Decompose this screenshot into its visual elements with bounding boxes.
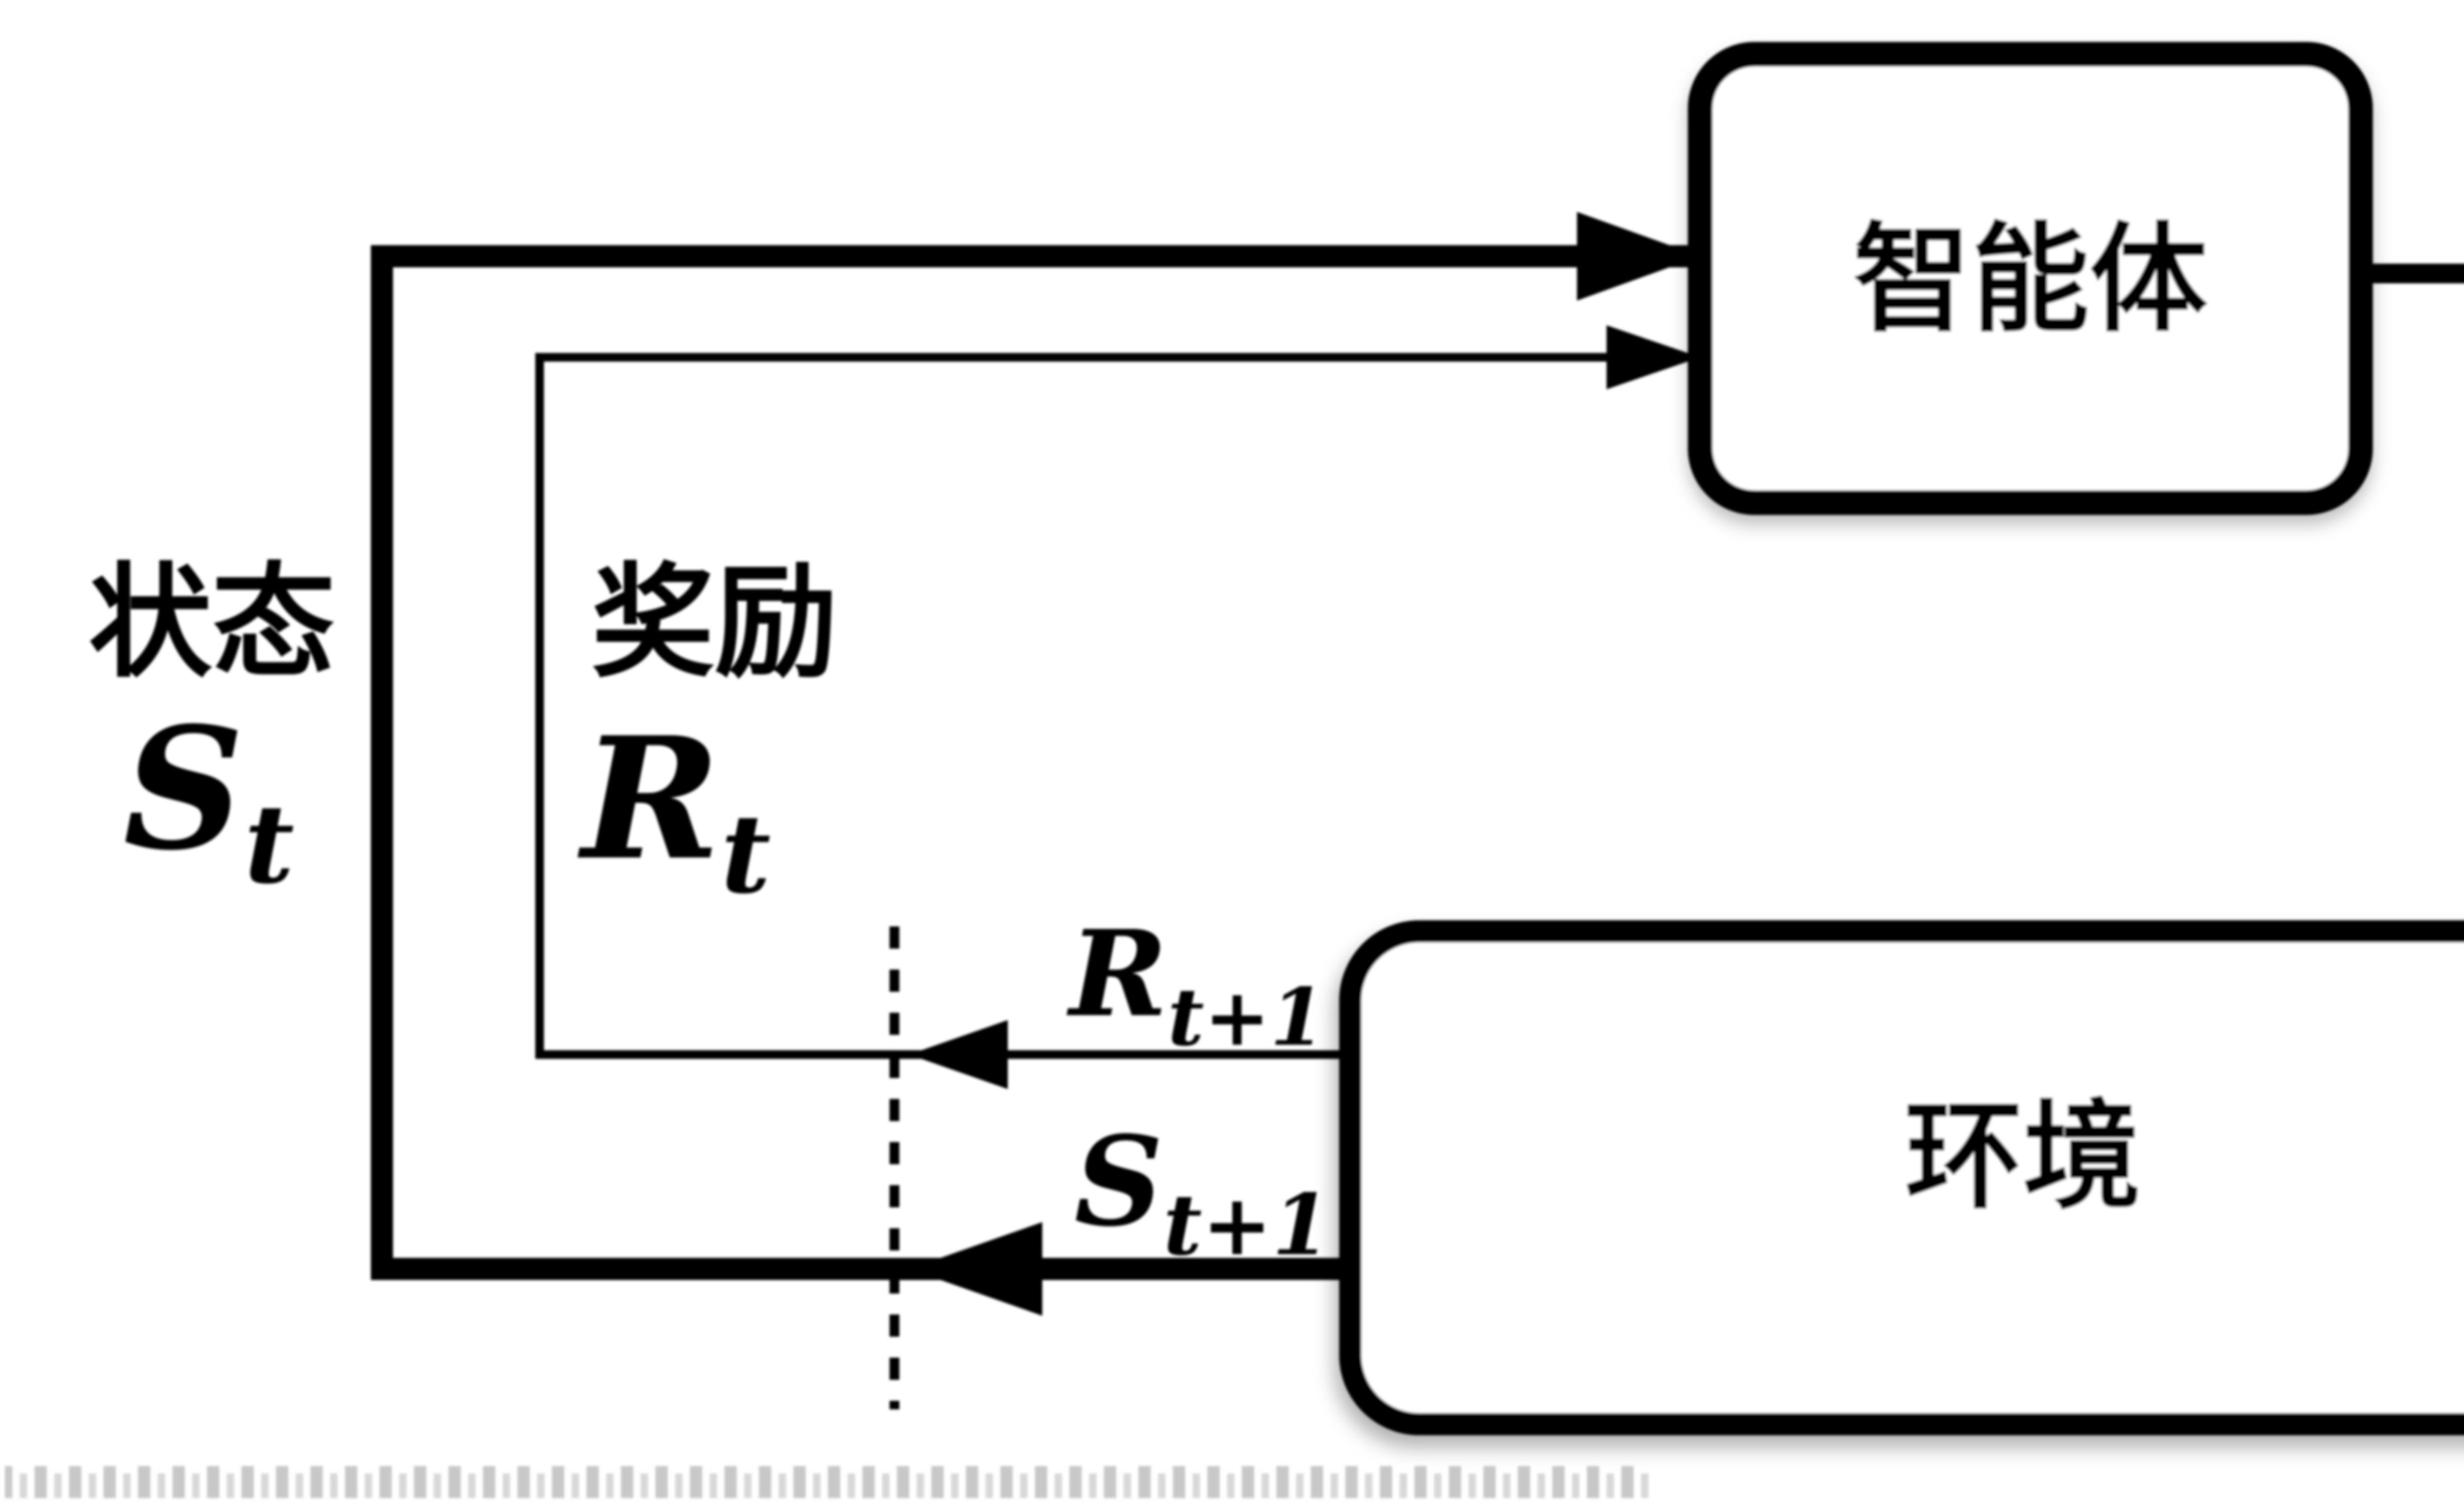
reward-symbol-subscript: t [721, 790, 771, 918]
state-label: 状态 [89, 556, 335, 692]
state-boundary-arrowhead-icon [909, 1222, 1042, 1316]
reward-symbol: Rt [576, 701, 771, 918]
cropped-caption-remnant [5, 1466, 1656, 1503]
next-reward-symbol-main: R [1066, 904, 1167, 1043]
environment-box [1339, 920, 2464, 1435]
environment-box-label: 环境 [1905, 1092, 2141, 1223]
state-to-agent-arrowhead-icon [1577, 212, 1700, 301]
reward-to-agent-arrowhead-icon [1607, 325, 1700, 389]
agent-box [1688, 42, 2373, 515]
state-loop-line [371, 245, 1700, 1280]
next-reward-symbol: Rt+1 [1066, 904, 1325, 1063]
next-state-symbol-main: S [1074, 1109, 1164, 1254]
next-state-symbol-subscript: t+1 [1164, 1176, 1331, 1274]
reward-boundary-arrowhead-icon [909, 1020, 1008, 1089]
next-state-symbol: St+1 [1074, 1109, 1331, 1274]
next-reward-symbol-subscript: t+1 [1167, 971, 1325, 1063]
state-symbol: St [123, 691, 294, 908]
reward-label: 奖励 [591, 556, 838, 692]
agent-box-label: 智能体 [1853, 215, 2208, 346]
state-symbol-subscript: t [244, 780, 295, 908]
reward-symbol-main: R [576, 701, 720, 897]
state-symbol-main: S [123, 691, 244, 888]
